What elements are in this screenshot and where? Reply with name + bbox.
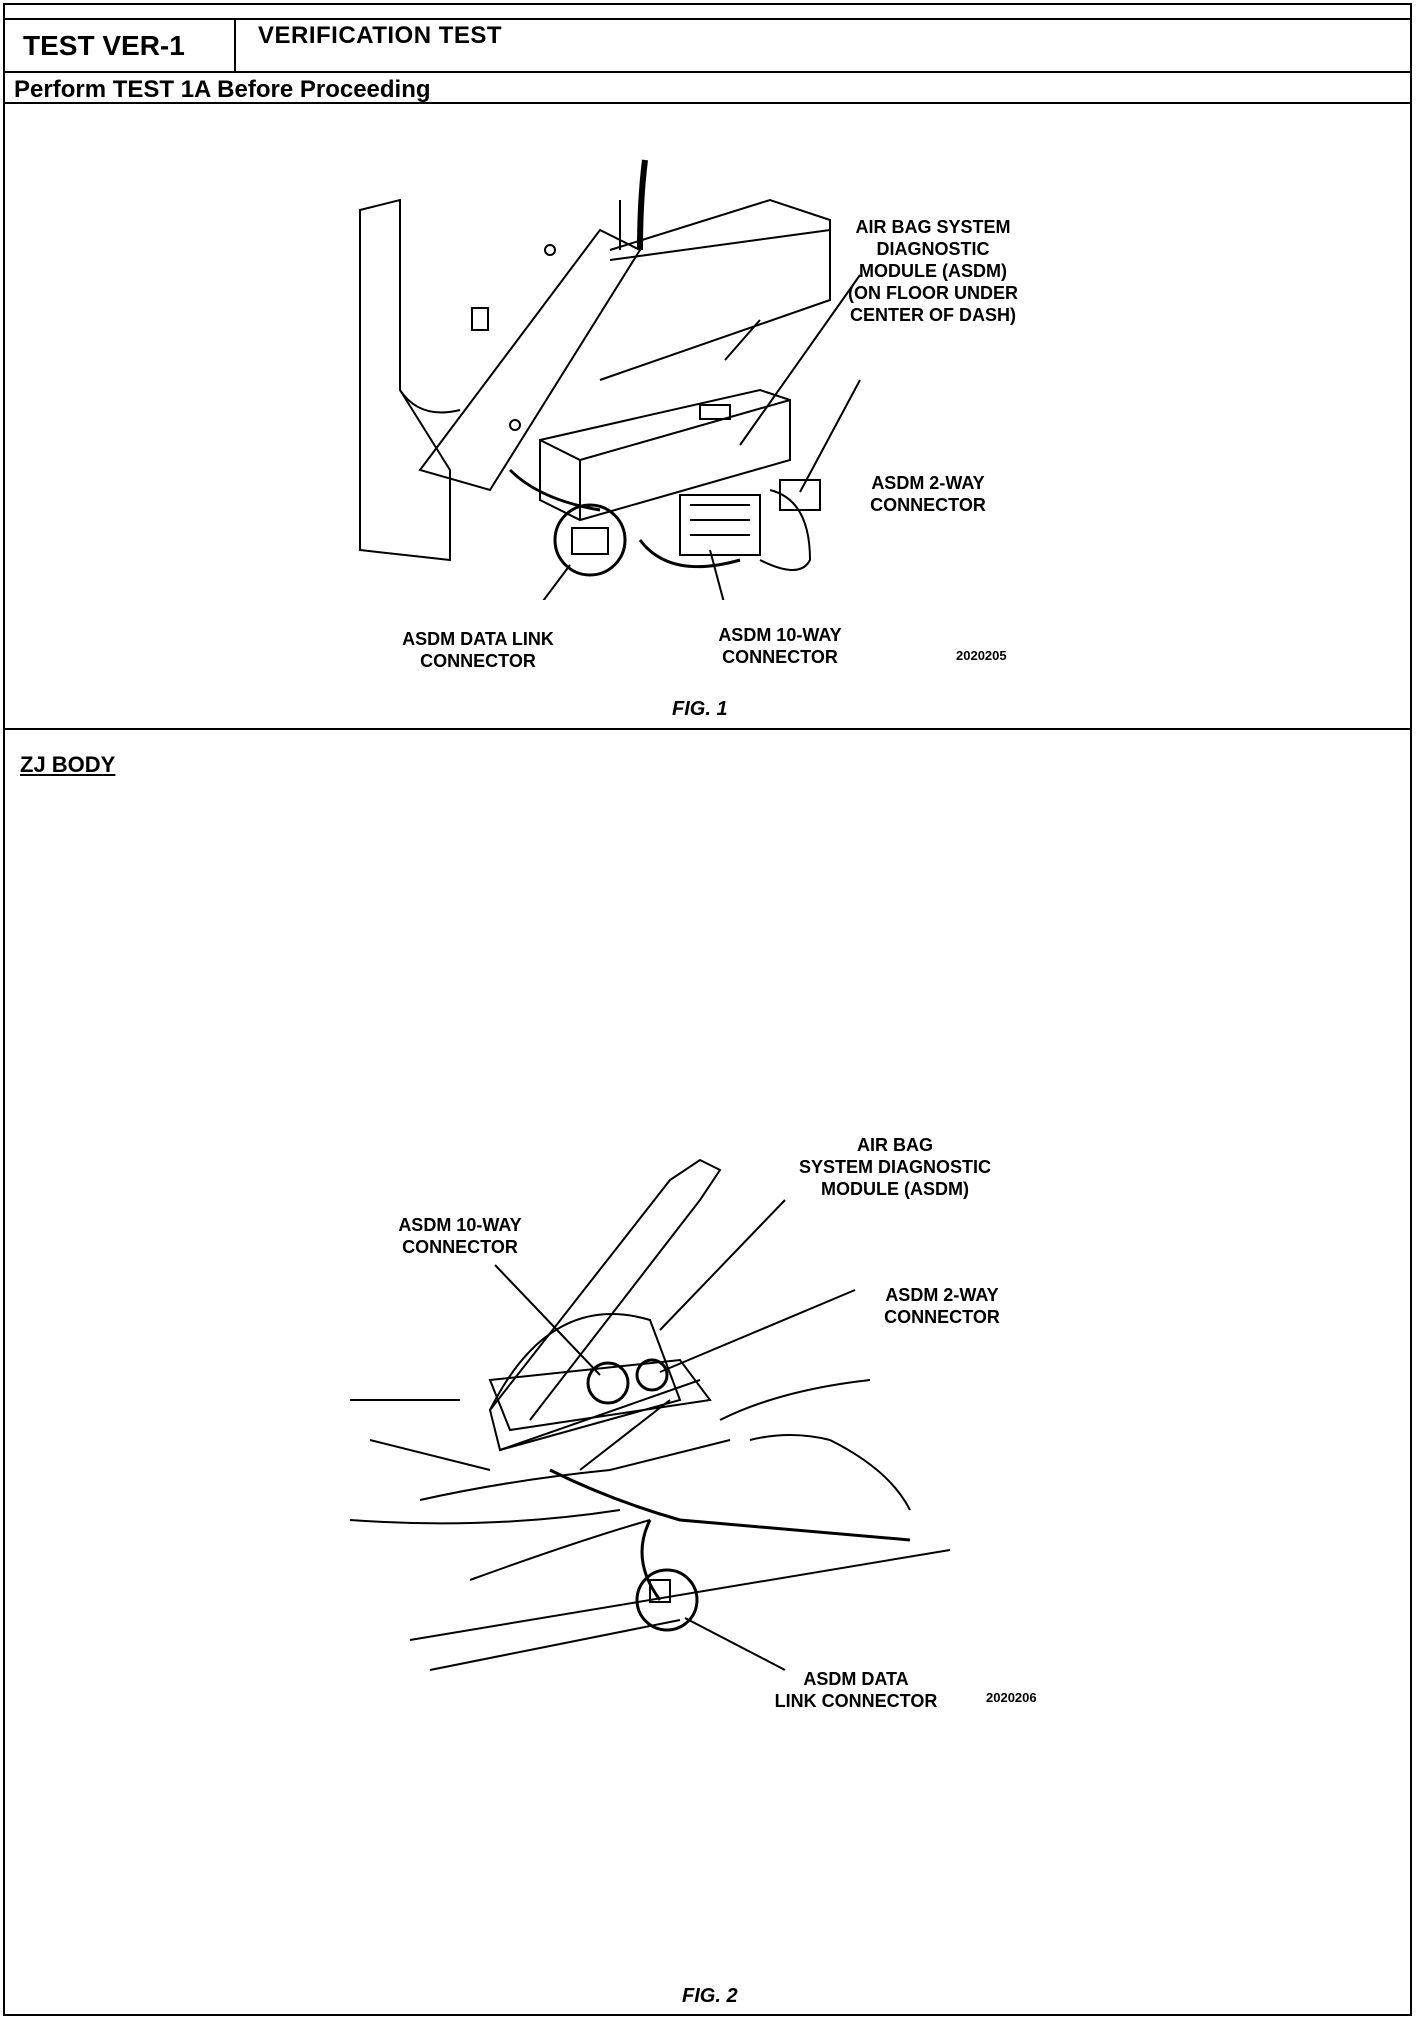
prerequisite-note: Perform TEST 1A Before Proceeding: [14, 76, 431, 103]
fig2-caption: FIG. 2: [682, 1985, 738, 2007]
fig1-ten-way-label: ASDM 10-WAY CONNECTOR: [718, 625, 842, 667]
header-divider: [3, 71, 1412, 73]
fig2-data-link-label: ASDM DATA LINK CONNECTOR: [774, 1669, 938, 1711]
fig1-illustration: [359, 159, 861, 600]
fig2-asdm-label: AIR BAG SYSTEM DIAGNOSTIC MODULE (ASDM): [798, 1135, 991, 1199]
fig1-data-link-label: ASDM DATA LINK CONNECTOR: [402, 629, 554, 671]
header-top-rule: [236, 18, 1412, 20]
section-divider: [3, 728, 1412, 730]
zj-body-label: ZJ BODY: [20, 752, 116, 777]
fig1-asdm-label: AIR BAG SYSTEM DIAGNOSTIC MODULE (ASDM) …: [848, 217, 1018, 325]
fig2-two-way-label: ASDM 2-WAY CONNECTOR: [884, 1285, 1000, 1327]
fig2-ten-way-label: ASDM 10-WAY CONNECTOR: [398, 1215, 522, 1257]
page-frame: [3, 3, 1412, 2016]
fig2-illustration: [350, 1158, 950, 1671]
test-id: TEST VER-1: [3, 18, 236, 73]
test-name: VERIFICATION TEST: [258, 22, 503, 49]
fig1-two-way-label: ASDM 2-WAY CONNECTOR: [870, 473, 986, 515]
fig1-figure-id: 2020205: [956, 648, 1007, 663]
fig2-figure-id: 2020206: [986, 1690, 1037, 1705]
prereq-divider: [3, 102, 1412, 104]
fig1-caption: FIG. 1: [672, 698, 728, 720]
